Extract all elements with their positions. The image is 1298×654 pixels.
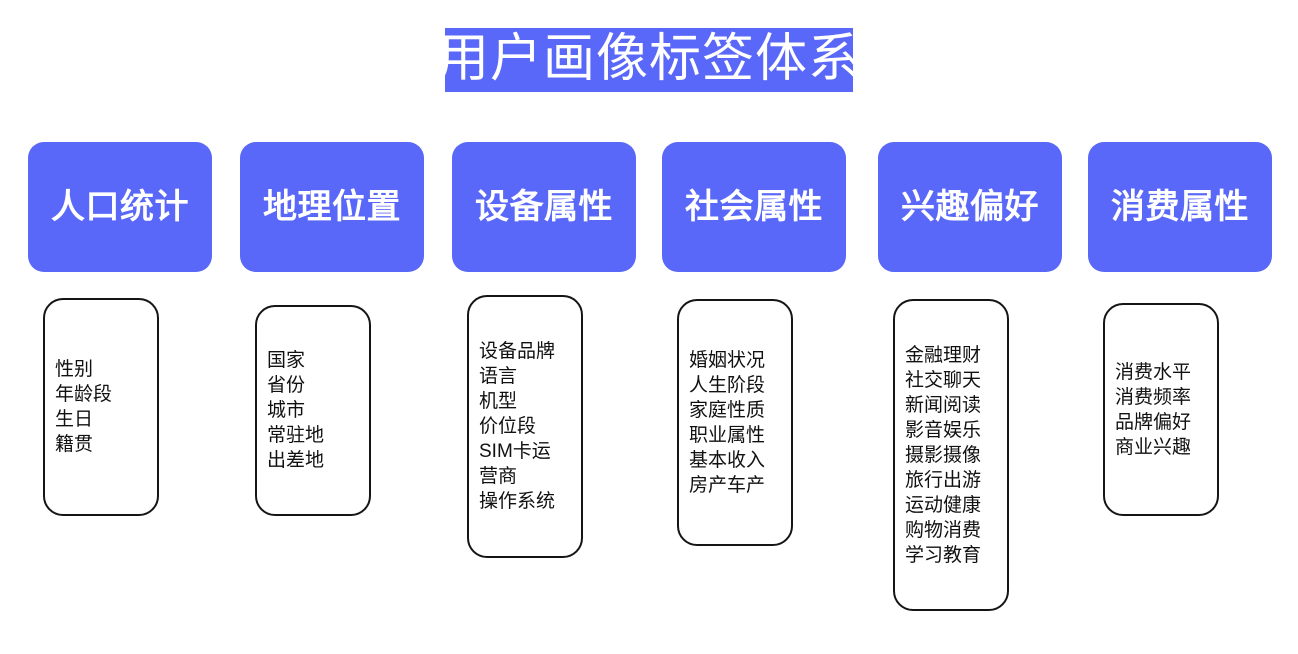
- tag-item: 运动健康: [905, 494, 982, 516]
- tag-item: 品牌偏好: [1115, 411, 1192, 433]
- tag-list: 婚姻状况人生阶段家庭性质职业属性基本收入房产车产: [689, 348, 765, 498]
- category-header-label: 消费属性: [1111, 188, 1249, 226]
- category-header-box[interactable]: 兴趣偏好: [878, 142, 1062, 272]
- category-tag-box: 婚姻状况人生阶段家庭性质职业属性基本收入房产车产: [677, 299, 793, 546]
- tag-item: 籍贯: [55, 434, 94, 455]
- category-header-box[interactable]: 设备属性: [452, 142, 636, 272]
- category-column: 设备属性设备品牌语言机型价位段 SIM卡运营商操作系统: [452, 142, 636, 558]
- tag-item: 操作系统: [479, 491, 556, 512]
- category-column: 地理位置国家省份城市常驻地出差地: [240, 142, 424, 516]
- tag-item: 社交聊天: [905, 369, 982, 391]
- category-column: 消费属性消费水平消费频率品牌偏好商业兴趣: [1088, 142, 1272, 516]
- category-column: 兴趣偏好金融理财社交聊天新闻阅读影音娱乐摄影摄像旅行出游运动健康购物消费学习教育: [878, 142, 1062, 611]
- category-tag-box: 消费水平消费频率品牌偏好商业兴趣: [1103, 303, 1219, 516]
- category-tag-box: 性别年龄段生日籍贯: [43, 298, 159, 516]
- category-tag-box: 设备品牌语言机型价位段 SIM卡运营商操作系统: [467, 295, 583, 558]
- tag-list: 设备品牌语言机型价位段 SIM卡运营商操作系统: [479, 339, 555, 514]
- category-header-box[interactable]: 消费属性: [1088, 142, 1272, 272]
- page-title: 用户画像标签体系: [437, 31, 862, 88]
- tag-item: 省份: [267, 375, 306, 396]
- category-header-box[interactable]: 社会属性: [662, 142, 846, 272]
- tag-item: 性别: [55, 359, 94, 380]
- tag-item: 婚姻状况: [689, 349, 766, 371]
- category-tag-box: 国家省份城市常驻地出差地: [255, 305, 371, 516]
- tag-item: 家庭性质: [689, 399, 766, 421]
- category-header-box[interactable]: 地理位置: [240, 142, 424, 272]
- tag-item: 生日: [55, 409, 94, 430]
- tag-item: 语言: [479, 366, 518, 387]
- tag-item: 金融理财: [905, 344, 982, 366]
- tag-item: 购物消费: [905, 519, 982, 541]
- tag-item: 城市: [267, 400, 306, 421]
- tag-item: 旅行出游: [905, 469, 982, 491]
- tag-list: 性别年龄段生日籍贯: [55, 357, 112, 457]
- tag-item: 年龄段: [55, 384, 113, 405]
- category-header-box[interactable]: 人口统计: [28, 142, 212, 272]
- tag-item: 人生阶段: [689, 374, 766, 396]
- tag-item: 国家: [267, 350, 306, 371]
- tag-item: 商业兴趣: [1115, 436, 1192, 458]
- tag-item: 常驻地: [267, 425, 325, 446]
- tag-item: 设备品牌: [479, 341, 556, 362]
- tag-item: SIM卡运: [479, 441, 551, 462]
- tag-list: 消费水平消费频率品牌偏好商业兴趣: [1115, 360, 1191, 460]
- tag-list: 金融理财社交聊天新闻阅读影音娱乐摄影摄像旅行出游运动健康购物消费学习教育: [905, 343, 981, 568]
- category-columns: 人口统计性别年龄段生日籍贯地理位置国家省份城市常驻地出差地设备属性设备品牌语言机…: [28, 142, 1272, 642]
- tag-item: 新闻阅读: [905, 394, 982, 416]
- diagram-title-banner: 用户画像标签体系: [437, 28, 860, 92]
- category-column: 人口统计性别年龄段生日籍贯: [28, 142, 212, 516]
- category-header-label: 社会属性: [685, 188, 823, 226]
- tag-list: 国家省份城市常驻地出差地: [267, 348, 324, 473]
- category-column: 社会属性婚姻状况人生阶段家庭性质职业属性基本收入房产车产: [662, 142, 846, 546]
- category-tag-box: 金融理财社交聊天新闻阅读影音娱乐摄影摄像旅行出游运动健康购物消费学习教育: [893, 299, 1009, 611]
- tag-item: 消费水平: [1115, 361, 1192, 383]
- tag-item: 营商: [479, 466, 518, 487]
- tag-item: 机型: [479, 391, 518, 412]
- category-header-label: 设备属性: [475, 188, 613, 226]
- tag-item: 影音娱乐: [905, 419, 982, 441]
- tag-item: 出差地: [267, 450, 325, 471]
- tag-item: 摄影摄像: [905, 444, 982, 466]
- tag-item: 基本收入: [689, 449, 766, 471]
- category-header-label: 地理位置: [263, 188, 401, 226]
- category-header-label: 人口统计: [51, 188, 189, 226]
- tag-item: 职业属性: [689, 424, 766, 446]
- tag-item: 学习教育: [905, 544, 982, 566]
- tag-item: 消费频率: [1115, 386, 1192, 408]
- tag-item: 房产车产: [689, 474, 766, 496]
- tag-item: 价位段: [479, 416, 537, 437]
- category-header-label: 兴趣偏好: [901, 188, 1039, 226]
